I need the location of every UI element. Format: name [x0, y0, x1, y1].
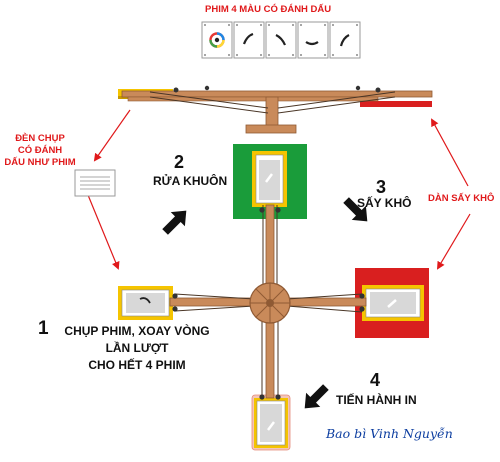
- lamp-note-line-3: DẤU NHƯ PHIM: [4, 157, 76, 168]
- color-wheel-icon: [209, 32, 225, 48]
- step-1-line-2: LẦN LƯỢT: [105, 341, 169, 355]
- step-2-number: 2: [174, 152, 185, 172]
- lamp-note-line-1: ĐÈN CHỤP: [15, 133, 65, 144]
- step-1-number: 1: [38, 318, 49, 339]
- step-4-number: 4: [370, 370, 381, 390]
- film-frame-4: [297, 21, 329, 59]
- film-frame-5: [329, 21, 361, 59]
- rotary-arms: [169, 204, 367, 400]
- top-rack: [118, 85, 433, 134]
- films-title: PHIM 4 MÀU CÓ ĐÁNH DẤU: [205, 4, 332, 15]
- step-4-label: TIẾN HÀNH IN: [336, 393, 417, 407]
- exposure-lamp-box: [74, 169, 116, 197]
- step-arrow-2-icon: [162, 210, 187, 235]
- signature: Bao bì Vinh Nguyễn: [326, 426, 453, 441]
- step-1-label: CHỤP PHIM, XOAY VÒNG LẦN LƯỢT CHO HẾT 4 …: [54, 323, 220, 374]
- dry-station: [355, 268, 429, 338]
- film-strip: [201, 21, 361, 59]
- print-station: [251, 394, 291, 451]
- dryer-note: DÀN SẤY KHÔ: [428, 193, 495, 204]
- lamp-note: ĐÈN CHỤP CÓ ĐÁNH DẤU NHƯ PHIM: [2, 133, 78, 169]
- lamp-note-line-2: CÓ ĐÁNH: [17, 145, 63, 156]
- step-3-label: SẤY KHÔ: [357, 196, 412, 210]
- step-arrow-3-icon: [343, 197, 368, 222]
- step-2-label: RỬA KHUÔN: [153, 174, 228, 188]
- step-3-number: 3: [376, 177, 387, 197]
- film-frame-1: [201, 21, 233, 59]
- step-1-line-1: CHỤP PHIM, XOAY VÒNG: [64, 324, 210, 338]
- cycle-arrows: [87, 109, 471, 270]
- film-frame-3: [265, 21, 297, 59]
- wash-station: [233, 144, 307, 219]
- step-arrow-4-icon: [304, 384, 329, 409]
- exposure-station: [118, 286, 173, 320]
- film-frame-2: [233, 21, 265, 59]
- step-1-line-3: CHO HẾT 4 PHIM: [88, 358, 186, 372]
- central-hub: [249, 282, 291, 324]
